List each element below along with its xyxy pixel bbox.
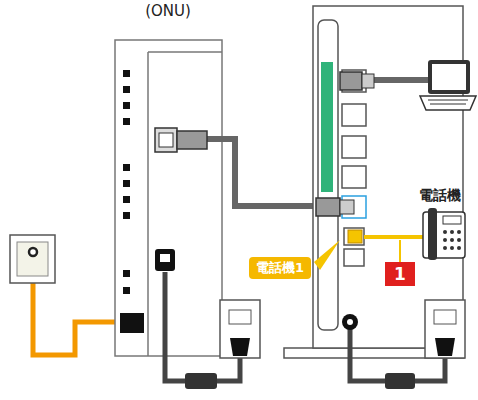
- node-text: 電話機1: [256, 260, 304, 276]
- node-text: 1: [394, 264, 406, 284]
- port-callout: 電話機1: [249, 257, 311, 279]
- phone-heading: 電話機: [416, 186, 464, 205]
- device-heading: (ONU): [142, 1, 194, 21]
- node-text: 電話機: [419, 187, 461, 204]
- callout-number: 1: [385, 262, 415, 286]
- node-text: (ONU): [145, 2, 191, 20]
